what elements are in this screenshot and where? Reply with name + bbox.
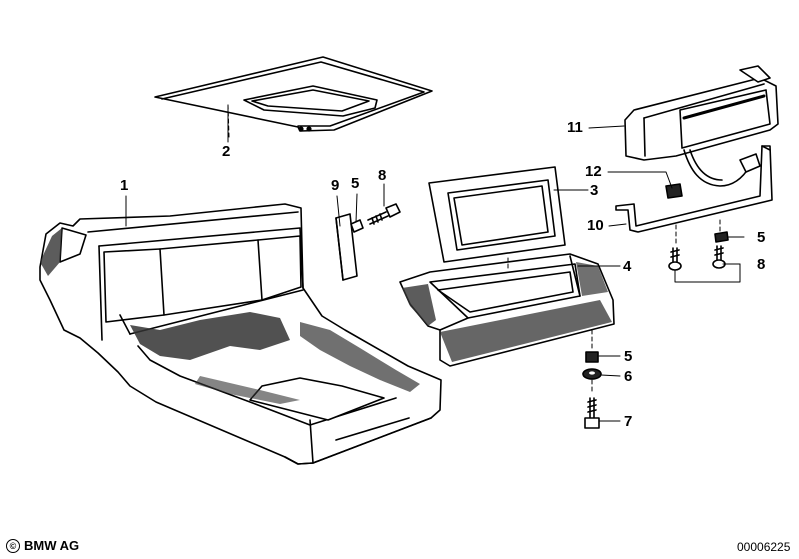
- bracket-part: [615, 145, 773, 233]
- callout-10: 10: [587, 217, 604, 234]
- cable-bundle: [683, 149, 761, 187]
- leader-lines: [125, 104, 745, 422]
- callout-1: 1: [120, 177, 129, 194]
- tray-texture: [402, 262, 612, 362]
- callout-5-left: 5: [351, 175, 360, 192]
- callout-2: 2: [222, 143, 231, 160]
- housing-texture: [40, 228, 420, 404]
- callout-7: 7: [624, 413, 633, 430]
- nut-center-part: [585, 351, 599, 363]
- screw-left-part: [367, 203, 401, 225]
- callout-8-left: 8: [378, 167, 387, 184]
- callout-11: 11: [567, 119, 583, 136]
- document-number: 00006225: [737, 540, 791, 554]
- callout-12: 12: [585, 163, 602, 180]
- callout-3: 3: [590, 182, 599, 199]
- trim-strip-part: [335, 213, 358, 281]
- clip-left-part: [350, 219, 364, 233]
- screw-center-part: [584, 397, 600, 429]
- screws-right-part: [668, 245, 726, 271]
- callout-9: 9: [331, 177, 340, 194]
- callout-8-right: 8: [757, 256, 766, 273]
- brand-label: BMW AG: [24, 538, 80, 553]
- copyright-icon: ©: [6, 538, 20, 553]
- cover-plate-part: [154, 56, 433, 132]
- frame-part: [428, 166, 566, 263]
- callout-6: 6: [624, 368, 633, 385]
- electronic-unit-part: [624, 65, 779, 161]
- copyright-notice: © BMW AG: [6, 538, 79, 553]
- clip-right-part: [714, 231, 729, 243]
- callout-4: 4: [623, 258, 632, 275]
- washer-part: [582, 368, 602, 380]
- grommet-part: [665, 183, 683, 199]
- callout-5-right: 5: [757, 229, 766, 246]
- callout-5-center: 5: [624, 348, 633, 365]
